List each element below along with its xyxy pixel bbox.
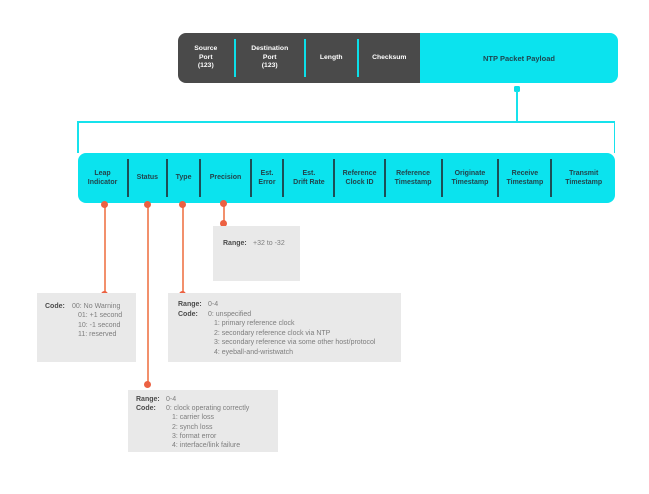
callout-line: 4: interface/link failure [136,441,278,450]
callout-label: Range: [136,396,160,403]
field-receive-timestamp: Receive Timestamp [506,169,544,186]
udp-field-destination-port: Destination Port (123) [251,44,289,70]
callout-line: Code: 0: clock operating correctly [136,404,278,413]
callout-leap-indicator: Code: 00: No Warning 01: +1 second 10: -… [37,293,136,362]
divider [199,159,202,197]
divider [127,159,130,197]
callout-line: 3: format error [136,432,278,441]
field-reference-clock-id: Reference Clock ID [342,169,377,186]
callout-line: 1: carrier loss [136,413,278,422]
connector-dot [144,201,151,208]
field-est-error: Est. Error [258,169,276,186]
connector-dot [101,201,108,208]
field-transmit-timestamp: Transmit Timestamp [565,169,603,186]
callout-text: 00: No Warning [72,303,121,310]
callout-label: Range: [223,240,247,247]
field-originate-timestamp: Originate Timestamp [451,169,489,186]
connector-dot [144,381,151,388]
callout-status: Range: 0-4 Code: 0: clock operating corr… [128,390,278,452]
callout-text: 4: eyeball-and-wristwatch [214,348,293,356]
connector-line [104,206,106,294]
callout-label: Code: [136,405,156,413]
callout-line: 11: reserved [45,330,136,339]
callout-text: 11: reserved [78,331,117,339]
udp-field-checksum: Checksum [372,53,407,61]
field-type: Type [175,174,192,182]
udp-header-dark-section: Source Port (123) Destination Port (123)… [178,33,420,83]
divider [497,159,500,197]
callout-line: Code: 0: unspecified [178,310,401,320]
bracket-left-vline [77,122,79,153]
callout-line: Range: 0-4 [136,395,278,404]
callout-text: 10: -1 second [78,321,121,329]
connector-line [223,205,225,223]
callout-line: Range: 0-4 [178,300,401,310]
connector-line [147,206,149,385]
connector-dot [220,220,227,227]
callout-text: 0-4 [166,396,177,403]
callout-line: Code: 00: No Warning [45,302,136,311]
callout-line: 2: synch loss [136,423,278,432]
callout-text: 0: clock operating correctly [166,405,250,413]
payload-connector-dot [514,86,520,92]
callout-text: 3: format error [172,432,217,440]
bracket-hline [77,121,615,123]
ntp-payload-section: NTP Packet Payload [420,33,618,83]
callout-label: Range: [178,301,202,308]
callout-text: 1: carrier loss [172,414,215,422]
callout-label: Code: [178,310,198,318]
callout-text: 01: +1 second [78,312,123,320]
callout-line: 2: secondary reference clock via NTP [178,329,401,339]
callout-precision: Range: +32 to -32 [213,226,300,281]
callout-text: 3: secondary reference via some other ho… [214,339,376,347]
callout-text: 0-4 [208,301,219,308]
callout-line: 3: secondary reference via some other ho… [178,338,401,348]
callout-type: Range: 0-4 Code: 0: unspecified 1: prima… [168,293,401,362]
field-reference-timestamp: Reference Timestamp [394,169,432,186]
divider [383,159,386,197]
ntp-fields-bar: Leap Indicator Status Type Precision Est… [78,153,615,203]
callout-line: 4: eyeball-and-wristwatch [178,348,401,358]
divider [356,39,359,77]
payload-connector-vline [516,91,518,122]
callout-text: 1: primary reference clock [214,320,295,328]
divider [282,159,285,197]
bracket-right-vline [613,122,615,153]
field-leap-indicator: Leap Indicator [87,169,118,186]
connector-line [182,206,184,294]
field-precision: Precision [209,174,242,182]
divider [249,159,252,197]
udp-field-length: Length [319,53,343,61]
udp-header-bar: Source Port (123) Destination Port (123)… [178,33,618,83]
callout-line: 01: +1 second [45,311,136,320]
udp-field-source-port: Source Port (123) [194,44,218,70]
callout-text: 2: synch loss [172,423,213,431]
connector-dot [179,201,186,208]
callout-line: 10: -1 second [45,321,136,330]
callout-text: 4: interface/link failure [172,442,241,450]
divider [440,159,443,197]
callout-line: 1: primary reference clock [178,319,401,329]
field-status: Status [136,174,159,182]
callout-text: 2: secondary reference clock via NTP [214,329,331,337]
divider [303,39,306,77]
callout-label: Code: [45,303,65,310]
callout-text: +32 to -32 [253,240,285,247]
field-est-drift-rate: Est. Drift Rate [293,169,325,186]
divider [333,159,336,197]
connector-dot [220,200,227,207]
callout-line: Range: +32 to -32 [223,239,300,248]
divider [233,39,236,77]
divider [550,159,553,197]
callout-text: 0: unspecified [208,310,252,318]
divider [165,159,168,197]
